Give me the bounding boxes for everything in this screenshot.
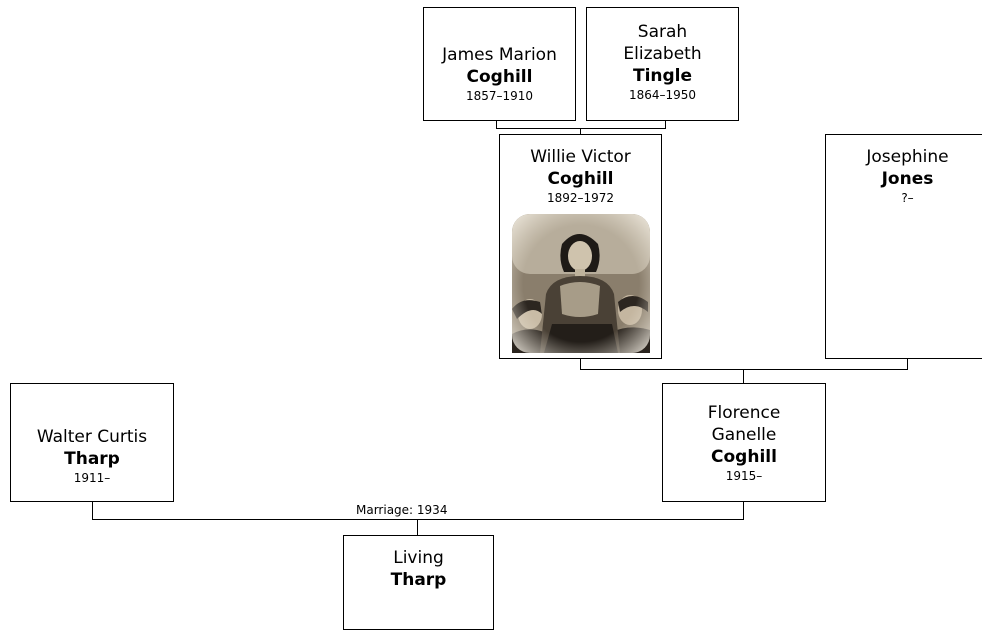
person-dates: 1864–1950 bbox=[628, 88, 697, 102]
person-last-name: Coghill bbox=[466, 67, 533, 87]
person-box-james-marion-coghill[interactable]: James Marion Coghill 1857–1910 bbox=[423, 7, 576, 121]
person-middle-name: Ganelle bbox=[711, 425, 777, 445]
connector-florence-parents-bar bbox=[580, 369, 908, 370]
person-dates: 1892–1972 bbox=[546, 191, 615, 205]
person-last-name: Jones bbox=[881, 169, 934, 189]
connector-walter-down bbox=[92, 501, 93, 520]
person-last-name: Coghill bbox=[547, 169, 614, 189]
person-photo[interactable] bbox=[512, 214, 650, 353]
connector-sarah bbox=[665, 120, 666, 129]
person-last-name: Tingle bbox=[632, 66, 693, 86]
connector-to-florence bbox=[743, 369, 744, 383]
person-dates: 1857–1910 bbox=[465, 89, 534, 103]
person-last-name: Tharp bbox=[390, 570, 447, 590]
person-first-name: Josephine bbox=[866, 147, 949, 167]
connector-josephine-down bbox=[907, 358, 908, 370]
person-last-name: Coghill bbox=[711, 447, 777, 467]
person-first-name: Florence bbox=[707, 403, 781, 423]
person-box-florence-ganelle-coghill[interactable]: Florence Ganelle Coghill 1915– bbox=[662, 383, 826, 502]
person-middle-name: Elizabeth bbox=[623, 44, 702, 64]
connector-marriage-bar bbox=[92, 519, 744, 520]
connector-florence-down bbox=[743, 501, 744, 520]
person-box-willie-victor-coghill[interactable]: Willie Victor Coghill 1892–1972 bbox=[499, 134, 662, 359]
person-dates: ?– bbox=[901, 191, 914, 205]
connector-james bbox=[496, 120, 497, 129]
connector-parents-bar bbox=[496, 128, 666, 129]
person-box-sarah-elizabeth-tingle[interactable]: Sarah Elizabeth Tingle 1864–1950 bbox=[586, 7, 739, 121]
person-dates: 1915– bbox=[725, 469, 763, 483]
connector-to-living bbox=[417, 519, 418, 536]
person-first-name: Living bbox=[393, 548, 444, 568]
person-box-living-tharp[interactable]: Living Tharp bbox=[343, 535, 494, 630]
marriage-label: Marriage: 1934 bbox=[355, 503, 449, 517]
person-first-name: Sarah bbox=[637, 22, 688, 42]
person-first-name: Walter Curtis bbox=[36, 427, 148, 447]
connector-willie-down bbox=[580, 358, 581, 370]
connector-to-willie bbox=[580, 128, 581, 135]
person-dates: 1911– bbox=[73, 471, 111, 485]
person-last-name: Tharp bbox=[64, 449, 120, 469]
person-box-walter-curtis-tharp[interactable]: Walter Curtis Tharp 1911– bbox=[10, 383, 174, 502]
person-first-name: Willie Victor bbox=[530, 147, 631, 167]
person-box-josephine-jones[interactable]: Josephine Jones ?– bbox=[825, 134, 982, 359]
person-first-name: James Marion bbox=[442, 45, 557, 65]
